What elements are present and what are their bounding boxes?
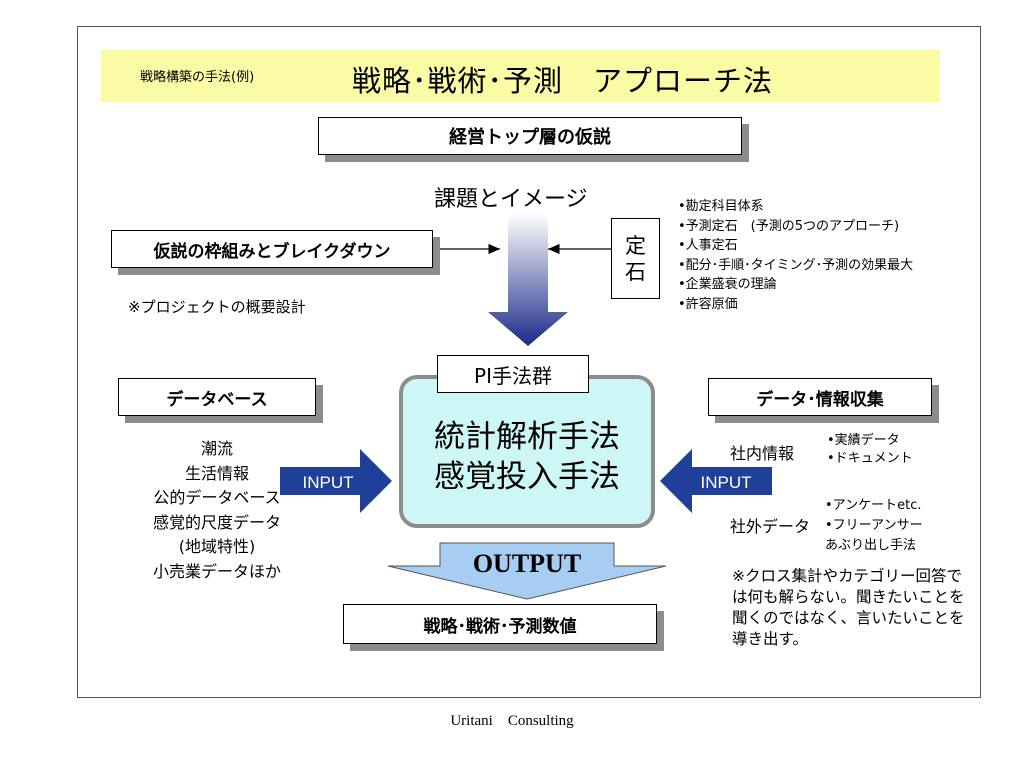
teiseki-item: •許容原価 — [678, 296, 738, 312]
hypothesis-box: 経営トップ層の仮説 — [318, 117, 742, 155]
database-item: 感覚的尺度データ — [152, 512, 281, 532]
outside-item: あぶり出し手法 — [825, 538, 917, 553]
inside-item: •実績データ — [827, 433, 900, 448]
framework-box: 仮説の枠組みとブレイクダウン — [111, 230, 433, 268]
cross-tab-note: ※クロス集計やカテゴリー回答では何も解らない。聞きたいことを聞くのではなく、言い… — [732, 567, 965, 648]
input-right-label: INPUT — [701, 473, 752, 492]
center-line2: 感覚投入手法 — [434, 458, 620, 495]
outside-item: •アンケートetc. — [825, 498, 922, 513]
teiseki-line1: 定 — [625, 233, 646, 258]
center-method-box: 統計解析手法 感覚投入手法 — [399, 375, 655, 528]
footer-credit: Uritani Consulting — [450, 713, 574, 729]
input-right-arrow: INPUT — [660, 449, 772, 513]
teiseki-list: •勘定科目体系 •予測定石 (予測の5つのアプローチ) •人事定石 •配分･手順… — [678, 197, 913, 315]
pi-methods-label: PI手法群 — [437, 355, 589, 393]
teiseki-item: •予測定石 (予測の5つのアプローチ) — [678, 218, 900, 234]
center-line1: 統計解析手法 — [434, 418, 620, 455]
outside-data-label: 社外データ — [730, 517, 811, 536]
database-item: (地域特性) — [178, 537, 256, 556]
slide-frame — [77, 26, 981, 698]
project-note: ※プロジェクトの概要設計 — [128, 298, 306, 316]
outside-item: •フリーアンサー — [825, 518, 923, 533]
database-item: 公的データベース — [153, 488, 281, 507]
outside-data-items: •アンケートetc. •フリーアンサー あぶり出し手法 — [825, 496, 923, 556]
inside-item: •ドキュメント — [827, 451, 913, 466]
teiseki-line2: 石 — [625, 259, 646, 284]
database-item: 小売業データほか — [152, 561, 281, 581]
input-left-arrow: INPUT — [280, 449, 392, 513]
database-item: 生活情報 — [184, 463, 249, 483]
inside-info-items: •実績データ •ドキュメント — [827, 432, 913, 468]
title-main: 戦略･戦術･予測 アプローチ法 — [352, 64, 774, 98]
down-gradient-arrow — [488, 214, 568, 346]
title-band — [101, 50, 940, 102]
data-collection-box: データ･情報収集 — [708, 378, 932, 416]
output-arrow: OUTPUT — [387, 542, 667, 600]
teiseki-item: •人事定石 — [678, 238, 738, 254]
database-list: 潮流 生活情報 公的データベース 感覚的尺度データ (地域特性) 小売業データほ… — [118, 437, 316, 584]
issue-image-label: 課題とイメージ — [434, 187, 588, 212]
title-subtitle: 戦略構築の手法(例) — [140, 70, 255, 85]
database-box: データベース — [118, 378, 316, 416]
output-label: OUTPUT — [473, 549, 581, 578]
inside-info-label: 社内情報 — [730, 444, 795, 463]
teiseki-item: •勘定科目体系 — [678, 199, 764, 214]
output-values-box: 戦略･戦術･予測数値 — [343, 604, 657, 644]
input-left-label: INPUT — [303, 473, 354, 492]
teiseki-item: •企業盛衰の理論 — [678, 277, 777, 293]
teiseki-item: •配分･手順･タイミング･予測の効果最大 — [678, 257, 914, 273]
teiseki-box: 定 石 — [611, 218, 660, 299]
database-item: 潮流 — [200, 439, 233, 458]
